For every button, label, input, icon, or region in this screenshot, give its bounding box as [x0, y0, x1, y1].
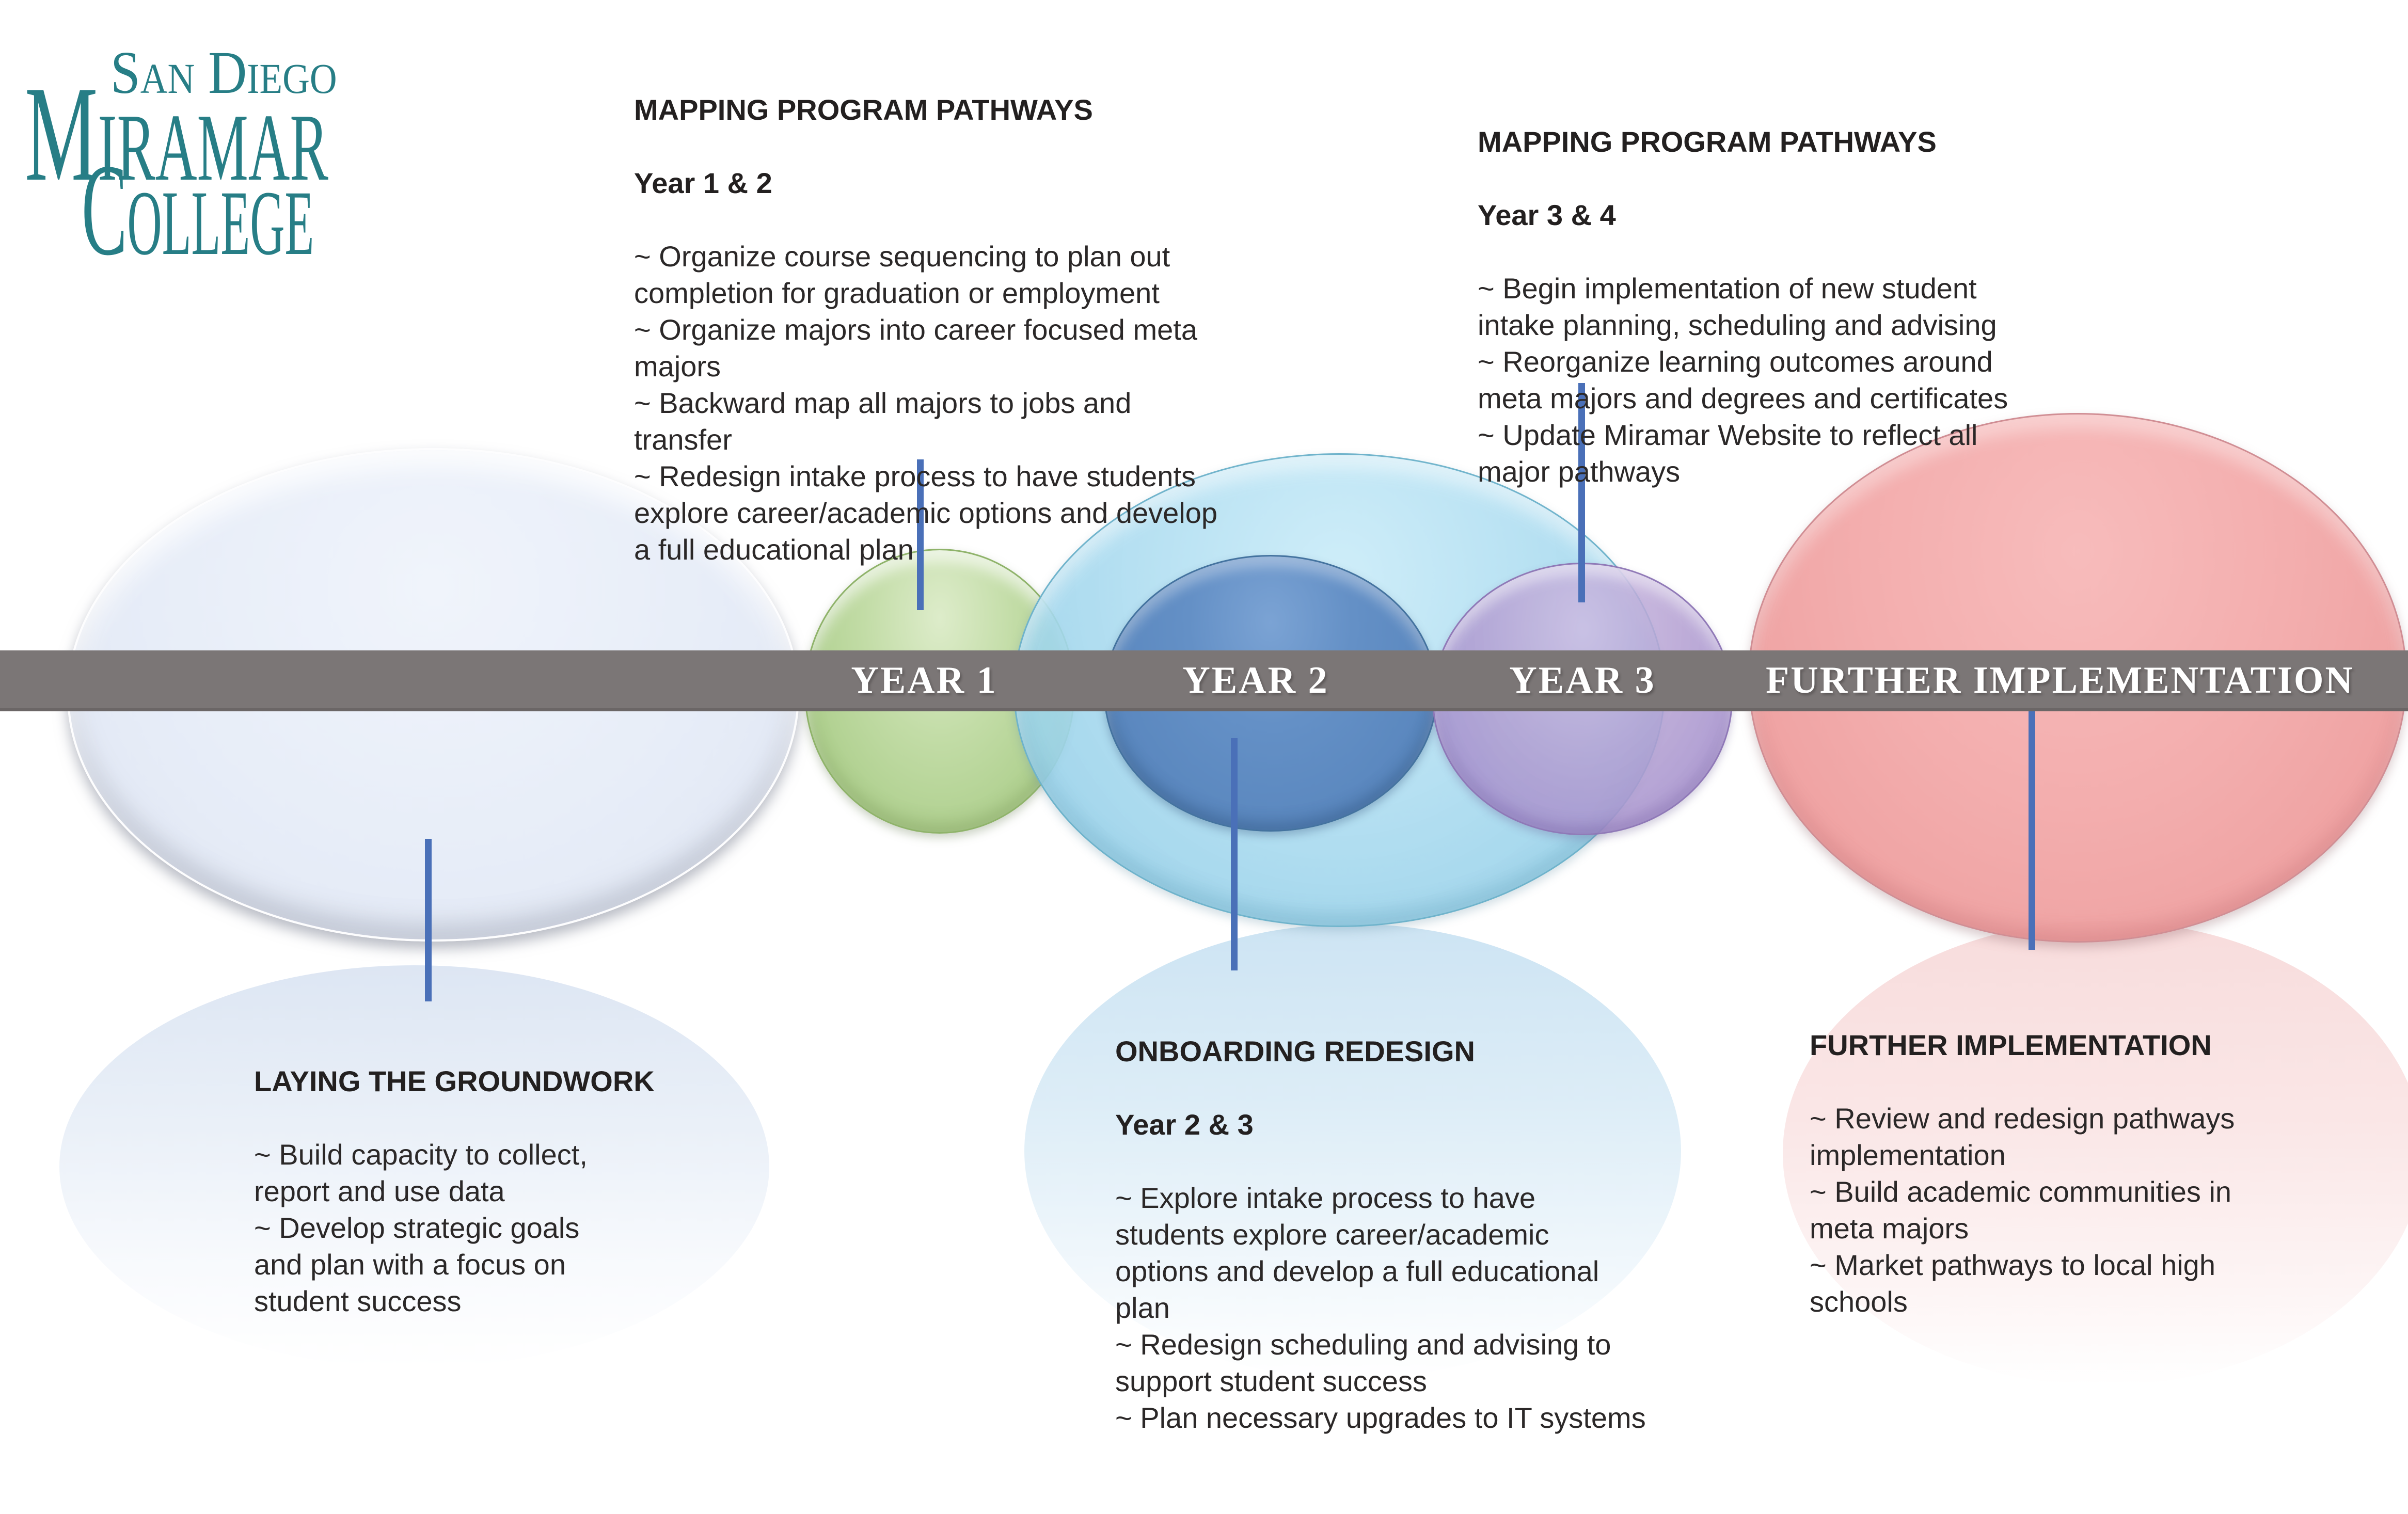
connector-line-groundwork: [425, 839, 432, 1001]
annotation-title: MAPPING PROGRAM PATHWAYS: [634, 93, 1093, 126]
annotation-subtitle: Year 3 & 4: [1478, 199, 1616, 231]
further-backdrop-ellipse: [1783, 921, 2408, 1385]
timeline-label-year2: YEAR 2: [1182, 659, 1329, 702]
annotation-body: ~ Organize course sequencing to plan out…: [634, 240, 1218, 566]
connector-line-onboarding: [1231, 738, 1238, 970]
annotation-pathways-year34: MAPPING PROGRAM PATHWAYS Year 3 & 4 ~ Be…: [1478, 87, 2102, 527]
annotation-pathways-year12: MAPPING PROGRAM PATHWAYS Year 1 & 2 ~ Or…: [634, 55, 1352, 604]
onboarding-backdrop-ellipse: [1024, 924, 1681, 1378]
logo-line-miramar: Miramar: [25, 58, 328, 210]
connector-line-year34: [1578, 383, 1585, 602]
annotation-subtitle: Year 1 & 2: [634, 167, 772, 199]
annotation-subtitle: Year 2 & 3: [1115, 1108, 1254, 1141]
timeline-bar: [0, 650, 2408, 711]
groundwork-backdrop-ellipse: [59, 965, 769, 1368]
timeline-label-year1: YEAR 1: [851, 659, 997, 702]
annotation-body: ~ Review and redesign pathways implement…: [1810, 1102, 2235, 1318]
annotation-groundwork: LAYING THE GROUNDWORK ~ Build capacity t…: [254, 1026, 698, 1356]
timeline-label-further: FURTHER IMPLEMENTATION: [1766, 659, 2354, 702]
annotation-onboarding: ONBOARDING REDESIGN Year 2 & 3 ~ Explore…: [1115, 996, 1781, 1473]
logo-line-college: College: [82, 137, 314, 283]
annotation-body: ~ Begin implementation of new student in…: [1478, 272, 2008, 488]
annotation-title: ONBOARDING REDESIGN: [1115, 1035, 1475, 1067]
logo-line-san-diego: San Diego: [110, 39, 337, 106]
annotation-body: ~ Build capacity to collect, report and …: [254, 1138, 588, 1317]
annotation-title: FURTHER IMPLEMENTATION: [1810, 1029, 2212, 1061]
timeline-label-year3: YEAR 3: [1509, 659, 1656, 702]
annotation-title: LAYING THE GROUNDWORK: [254, 1065, 655, 1097]
annotation-body: ~ Explore intake process to have student…: [1115, 1182, 1646, 1434]
connector-line-year12: [917, 459, 924, 610]
connector-line-further: [2029, 711, 2035, 950]
college-logo: San Diego Miramar College: [0, 0, 496, 289]
annotation-title: MAPPING PROGRAM PATHWAYS: [1478, 125, 1937, 158]
annotation-further-implementation: FURTHER IMPLEMENTATION ~ Review and rede…: [1810, 990, 2336, 1357]
